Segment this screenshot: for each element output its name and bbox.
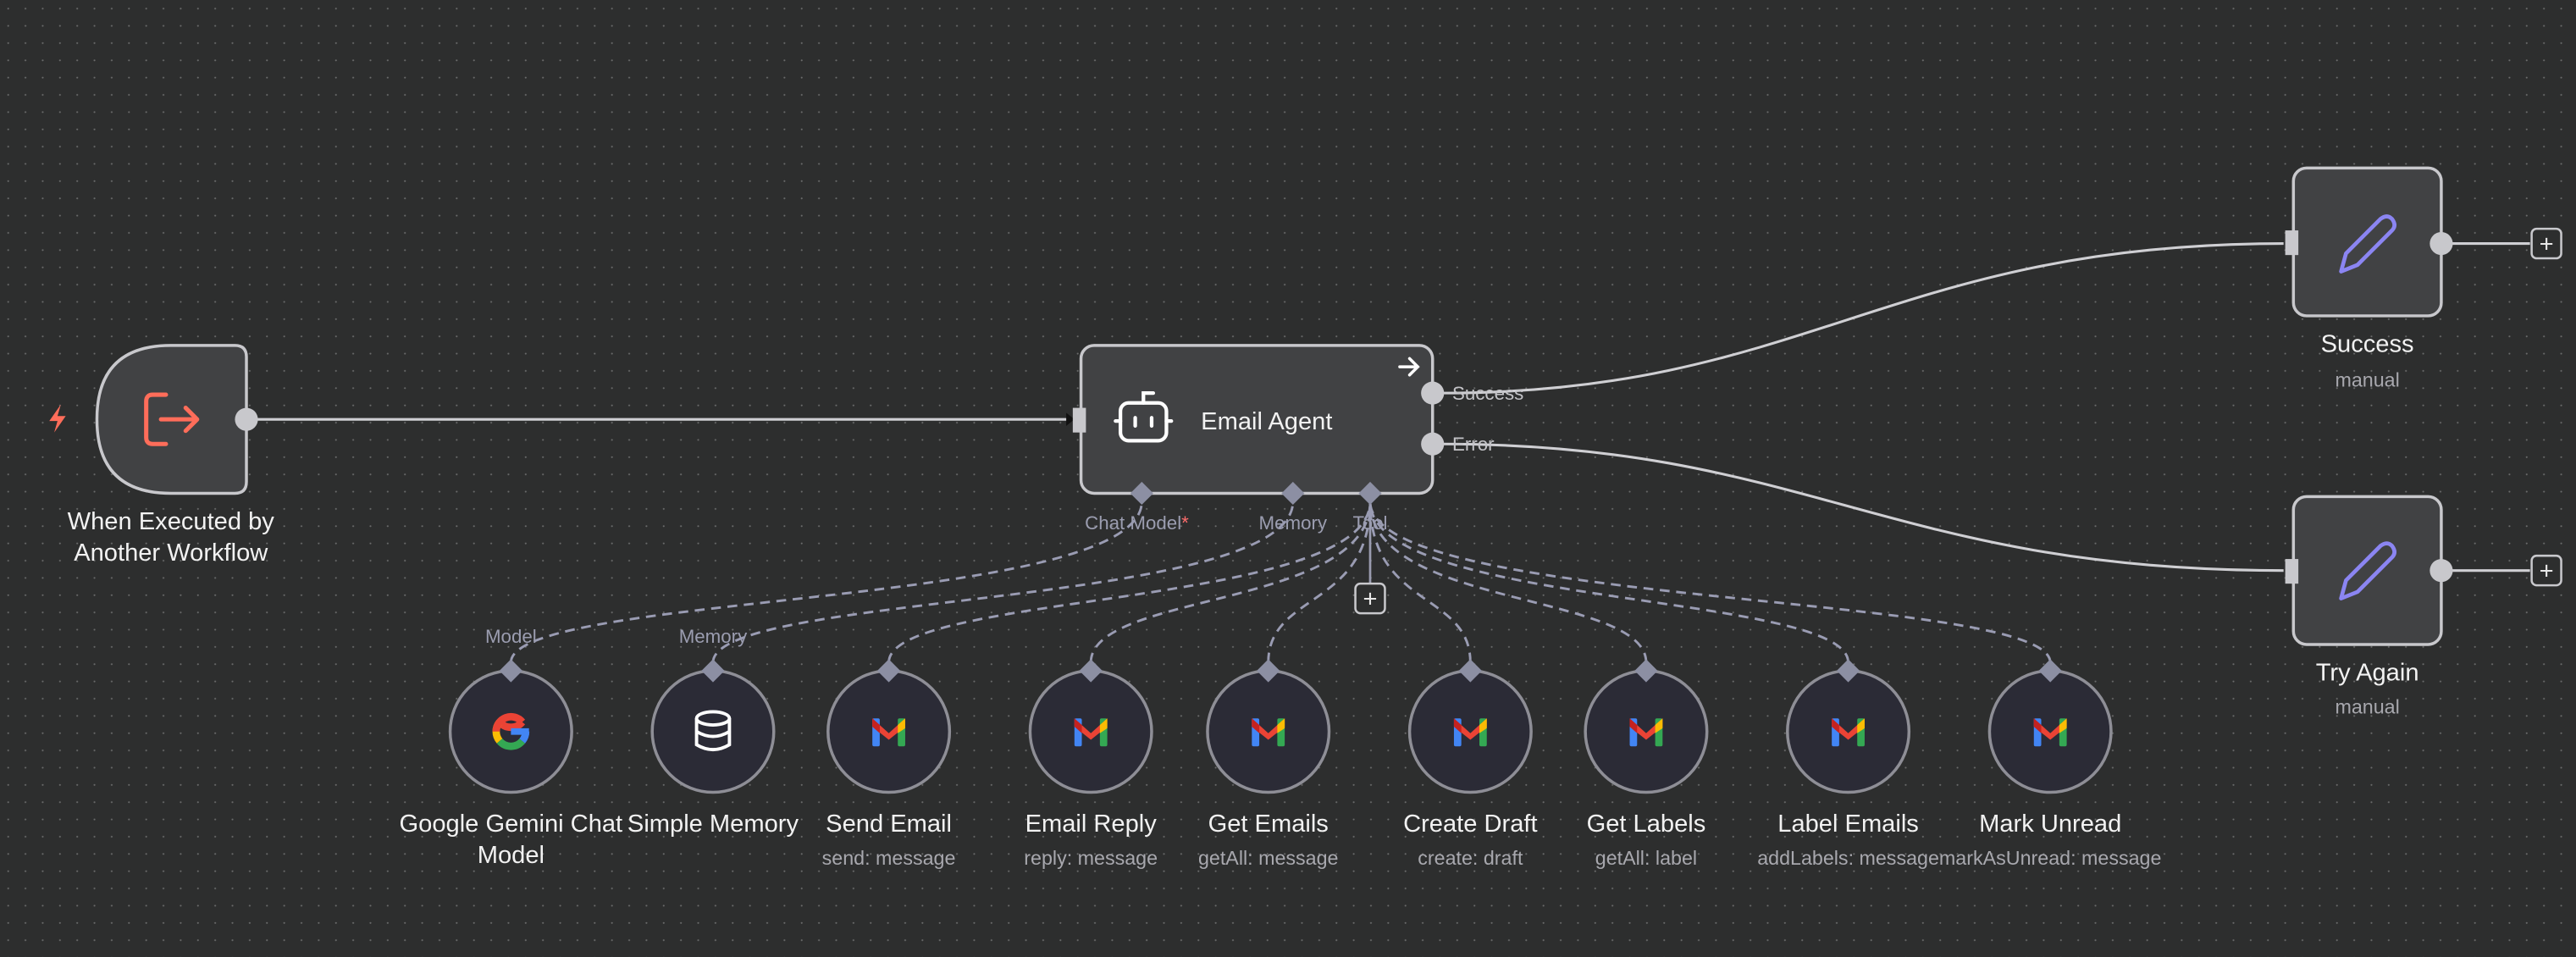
add-tool-button[interactable]: +	[1354, 582, 1386, 615]
edge-success[interactable]	[1442, 242, 2284, 395]
trigger-title-line1: When Executed by	[68, 508, 275, 535]
sub-node-title: Get Labels	[1587, 810, 1706, 838]
try-again-output-handle[interactable]	[2430, 559, 2453, 583]
sub-node-subtitle: getAll: message	[1198, 847, 1339, 869]
sub-node-port-label: Model	[485, 626, 537, 647]
sub-node-subtitle: reply: message	[1024, 847, 1158, 869]
sub-node-mark-unread[interactable]: Mark Unread markAsUnread: message	[1939, 659, 2161, 869]
try-again-node-body[interactable]	[2291, 495, 2443, 646]
edge-subnode-to-agent[interactable]	[1368, 501, 1472, 663]
agent-success-handle[interactable]	[1421, 381, 1445, 405]
sub-node-title: Email Reply	[1025, 810, 1158, 838]
trigger-output-handle[interactable]	[235, 407, 258, 431]
agent-title: Email Agent	[1201, 408, 1332, 435]
edge-subnode-to-agent[interactable]	[1089, 501, 1372, 663]
gmail-icon	[1453, 718, 1487, 747]
gmail-icon	[1629, 718, 1663, 747]
edge-subnode-to-agent[interactable]	[1368, 501, 1648, 663]
sub-node-body[interactable]	[1786, 669, 1911, 794]
sub-node-label-emails[interactable]: Label Emails addLabels: message	[1757, 659, 1939, 869]
success-node[interactable]: + Success manual	[2285, 166, 2562, 390]
sub-node-subtitle: create: draft	[1418, 847, 1523, 869]
gmail-icon	[872, 718, 905, 747]
sub-node-get-labels[interactable]: Get Labels getAll: label	[1584, 659, 1709, 869]
plus-icon: +	[2540, 230, 2554, 257]
success-output-handle[interactable]	[2430, 231, 2453, 256]
sub-node-get-emails[interactable]: Get Emails getAll: message	[1198, 659, 1339, 869]
gmail-icon	[2033, 718, 2067, 747]
sub-node-body[interactable]	[1028, 669, 1153, 794]
edge-arrowhead	[1066, 412, 1075, 426]
sub-node-title-line2: Model	[478, 842, 544, 869]
edge-subnode-to-agent[interactable]	[1368, 501, 1850, 663]
lightning-icon	[49, 404, 66, 433]
port-label-memory: Memory	[1259, 512, 1328, 534]
edge-subnode-to-agent[interactable]	[1368, 501, 2052, 663]
edge-subnode-to-agent[interactable]	[887, 501, 1372, 663]
sub-node-send-email[interactable]: Send Email send: message	[822, 659, 956, 869]
gmail-icon	[1832, 718, 1865, 747]
database-icon	[694, 710, 732, 752]
arrow-right-icon[interactable]	[1398, 357, 1420, 377]
pencil-icon	[2339, 541, 2396, 600]
sub-node-body[interactable]	[448, 669, 573, 794]
edge-subnode-to-agent[interactable]	[509, 501, 1143, 663]
sub-node-body[interactable]	[650, 669, 776, 794]
trigger-node[interactable]: When Executed by Another Workflow	[49, 344, 275, 567]
email-agent-node[interactable]: Email Agent Success Error Chat Model* Me…	[1072, 344, 1523, 615]
sub-node-subtitle: addLabels: message	[1757, 847, 1939, 869]
pencil-icon	[2339, 214, 2396, 274]
try-again-title: Try Again	[2316, 660, 2419, 687]
sub-node-body[interactable]	[1407, 669, 1533, 794]
success-title: Success	[2321, 331, 2414, 358]
sub-node-create-draft[interactable]: Create Draft create: draft	[1403, 659, 1538, 869]
edge-subnode-to-agent[interactable]	[1267, 501, 1372, 663]
sign-out-icon	[144, 392, 200, 446]
sub-node-body[interactable]	[1987, 669, 2113, 794]
sub-node-subtitle: getAll: label	[1595, 847, 1697, 869]
sub-node-body[interactable]	[1206, 669, 1331, 794]
agent-input-handle[interactable]	[1072, 407, 1086, 433]
sub-node-title: Get Emails	[1208, 810, 1329, 838]
try-again-subtitle: manual	[2335, 695, 2399, 717]
try-again-input-handle[interactable]	[2285, 559, 2299, 584]
success-node-body[interactable]	[2291, 166, 2443, 318]
sub-node-title: Google Gemini Chat	[400, 810, 623, 838]
success-input-handle[interactable]	[2285, 230, 2299, 256]
sub-node-subtitle: send: message	[822, 847, 956, 869]
port-label-chat-model: Chat Model*	[1085, 512, 1189, 534]
edge-error[interactable]	[1442, 442, 2284, 573]
edge-subnode-to-agent[interactable]	[711, 501, 1295, 663]
plus-icon: +	[2540, 557, 2554, 584]
gmail-icon	[1074, 718, 1108, 747]
agent-error-handle[interactable]	[1421, 432, 1445, 456]
plus-icon: +	[1363, 585, 1378, 612]
sub-node-title: Send Email	[826, 810, 952, 838]
success-subtitle: manual	[2335, 368, 2399, 390]
sub-node-title: Simple Memory	[627, 810, 799, 838]
robot-icon	[1114, 390, 1174, 443]
port-label-tool: Tool	[1353, 512, 1388, 534]
sub-node-email-reply[interactable]: Email Reply reply: message	[1024, 659, 1158, 869]
sub-node-subtitle: markAsUnread: message	[1939, 847, 2161, 869]
sub-node-body[interactable]	[826, 669, 952, 794]
sub-node-port-label: Memory	[679, 626, 748, 647]
output-label-success: Success	[1452, 383, 1523, 404]
gmail-icon	[1252, 718, 1285, 747]
success-add-button[interactable]: +	[2530, 227, 2562, 260]
sub-node-title: Mark Unread	[1979, 810, 2121, 838]
sub-node-title: Label Emails	[1777, 810, 1919, 838]
trigger-title-line2: Another Workflow	[74, 539, 268, 567]
connections	[246, 242, 2530, 663]
sub-node-title: Create Draft	[1403, 810, 1537, 838]
google-icon	[492, 712, 530, 750]
sub-node-body[interactable]	[1584, 669, 1709, 794]
output-label-error: Error	[1452, 434, 1495, 455]
try-again-node[interactable]: + Try Again manual	[2285, 495, 2562, 717]
try-again-add-button[interactable]: +	[2530, 554, 2562, 587]
